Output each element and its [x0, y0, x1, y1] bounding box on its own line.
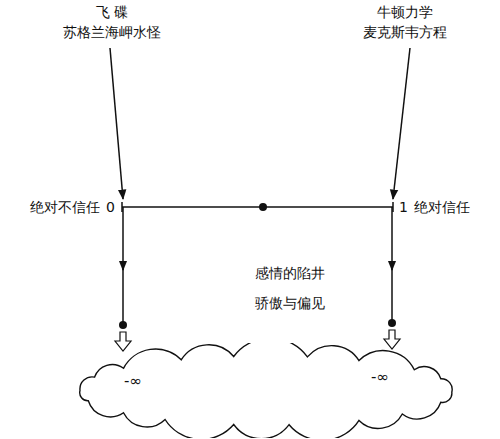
pointer-arrow — [393, 48, 410, 199]
caption-text: 感情的陷井 — [255, 265, 325, 282]
end-dot — [119, 321, 127, 329]
drop-arrow — [122, 207, 124, 270]
scale-end-label: 绝对信任 — [414, 199, 470, 216]
infinity-value: -∞ — [371, 368, 389, 386]
example-text: 麦克斯韦方程 — [363, 24, 447, 41]
scale-line — [122, 206, 393, 208]
scale-value: 0 — [106, 199, 115, 216]
scale-dot — [259, 203, 267, 211]
example-text: 苏格兰海岬水怪 — [63, 24, 161, 41]
drop-arrow — [391, 207, 393, 270]
drop-line — [391, 266, 393, 320]
cloud-outline — [66, 343, 466, 438]
example-text: 牛顿力学 — [377, 4, 433, 21]
pointer-arrow — [110, 48, 123, 199]
cloud-shape — [80, 343, 452, 438]
example-text: 飞 碟 — [96, 4, 128, 21]
hollow-arrow — [384, 330, 400, 349]
caption-text: 骄傲与偏见 — [255, 295, 325, 312]
cloud-region: -∞ -∞ — [66, 343, 466, 438]
drop-line — [122, 266, 124, 322]
end-dot — [388, 319, 396, 327]
scale-end-label: 绝对不信任 — [30, 199, 100, 216]
scale-value: 1 — [399, 199, 408, 216]
hollow-arrow — [115, 332, 131, 351]
infinity-value: -∞ — [124, 372, 142, 390]
